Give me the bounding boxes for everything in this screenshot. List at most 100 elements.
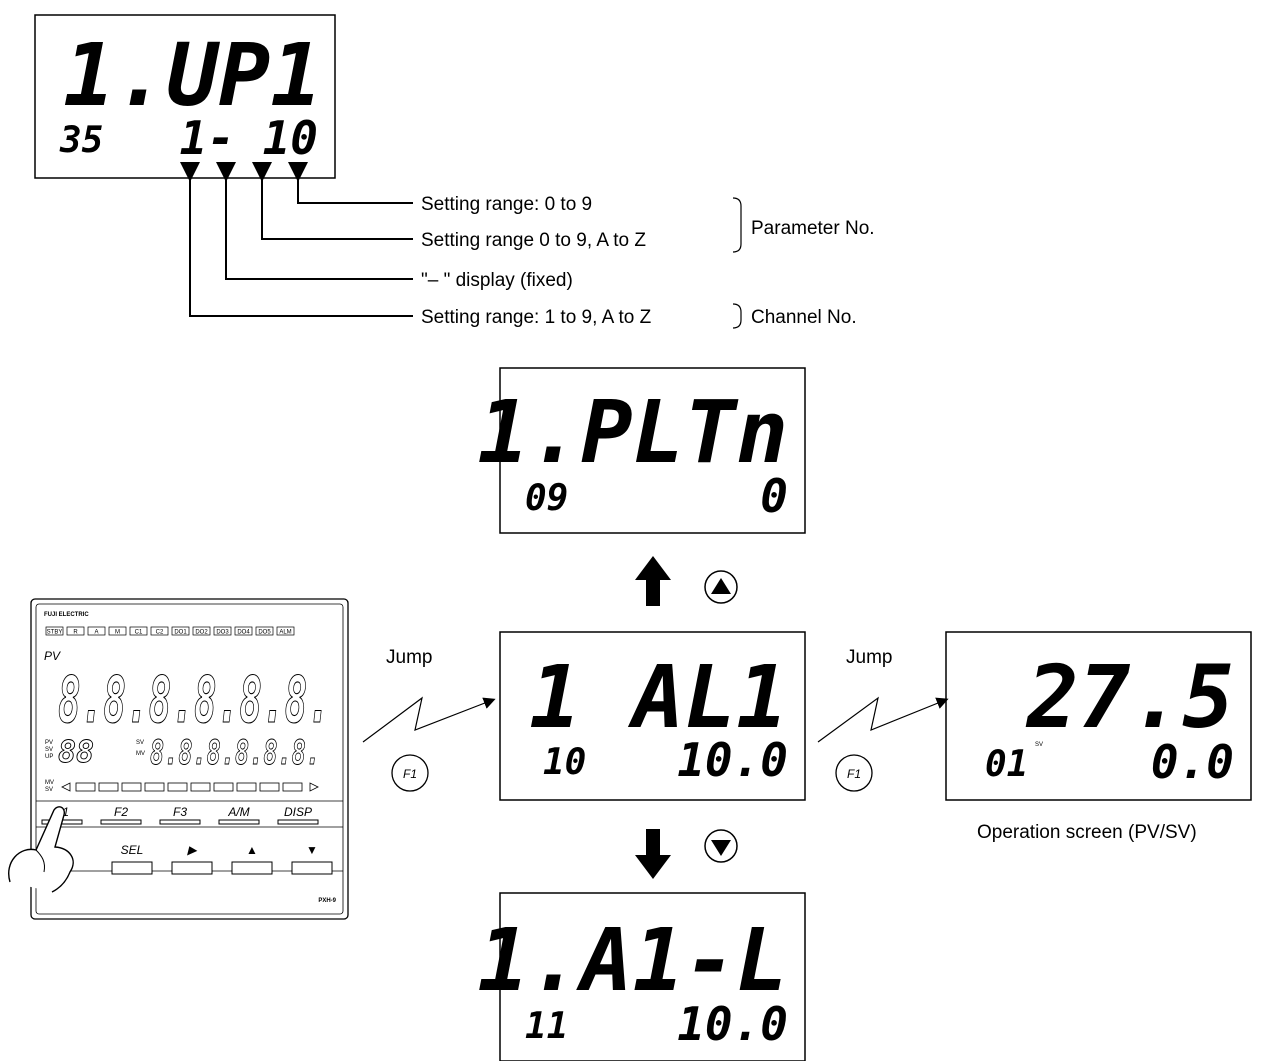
up-transition <box>635 556 738 606</box>
pv-label: PV <box>44 649 61 663</box>
svg-text:DO3: DO3 <box>216 630 229 636</box>
big-down-arrow <box>635 829 671 879</box>
svg-text:DO1: DO1 <box>174 630 187 636</box>
svg-text:M: M <box>115 630 120 636</box>
f1-key-icon: F1 <box>835 754 873 792</box>
parameter-bracket <box>732 197 742 253</box>
controller-key-f3[interactable]: F3 <box>159 805 201 825</box>
sub-label-sv: SV <box>45 747 53 753</box>
status-led-do1: DO1 <box>171 626 190 636</box>
jump-left: Jump F1 <box>362 647 496 792</box>
f1-key-label-left: F1 <box>403 767 417 781</box>
controller-brand: FUJI ELECTRIC <box>44 612 89 618</box>
screen-center-main: 1 AL1 <box>529 648 788 748</box>
pv-main-digits: 8.8.8.8.8.8. <box>58 664 330 738</box>
screen-up-sub-left: 09 <box>525 478 568 519</box>
bargraph-segment <box>75 782 96 792</box>
status-led-do4: DO4 <box>234 626 253 636</box>
top-display: 1.UP1 35 1- 10 <box>34 14 336 179</box>
sub-main-digits: 8.8.8.8.8.8. <box>150 733 320 773</box>
label-parameter-no: Parameter No. <box>751 218 875 239</box>
svg-text:A/M: A/M <box>227 805 249 819</box>
screen-center: 1 AL1 10 10.0 <box>499 631 806 801</box>
f1-key-label-right: F1 <box>847 767 861 781</box>
status-led-c1: C1 <box>129 626 148 636</box>
screen-down: 1.A1-L 11 10.0 <box>477 892 806 1061</box>
screen-up-main: 1.PLTn <box>477 383 788 483</box>
bargraph-segment <box>121 782 142 792</box>
screen-operation-sub-left: 01 <box>985 744 1028 785</box>
controller-nav-key-0[interactable]: SEL <box>111 843 153 875</box>
mv-label-top: MV <box>136 751 145 757</box>
bargraph-segment <box>213 782 234 792</box>
leader-dash <box>216 162 413 280</box>
status-led-do5: DO5 <box>255 626 274 636</box>
top-display-sub-right: 1- 10 <box>180 111 318 165</box>
sub-label-pv: PV <box>45 740 53 746</box>
jump-right-label: Jump <box>846 647 892 668</box>
f1-key-icon: F1 <box>391 754 429 792</box>
bargraph-segment <box>144 782 165 792</box>
screen-down-main: 1.A1-L <box>477 911 788 1011</box>
svg-text:R: R <box>73 630 78 636</box>
svg-text:DO2: DO2 <box>195 630 208 636</box>
screen-center-sub-right: 10.0 <box>677 733 788 787</box>
status-led-do2: DO2 <box>192 626 211 636</box>
controller-nav-key-3[interactable]: ▼ <box>291 843 333 875</box>
controller-model: PXH-9 <box>318 898 336 904</box>
bargraph-segment <box>190 782 211 792</box>
bargraph-segment <box>167 782 188 792</box>
up-key-icon <box>704 570 738 604</box>
svg-text:▶: ▶ <box>186 843 197 857</box>
status-led-do3: DO3 <box>213 626 232 636</box>
controller-nav-key-2[interactable]: ▲ <box>231 843 273 875</box>
svg-text:STBY: STBY <box>47 630 63 636</box>
bargraph-segment <box>98 782 119 792</box>
screen-operation-sub-right: 0.0 <box>1151 735 1234 789</box>
svg-text:SEL: SEL <box>121 843 144 857</box>
bargraph-left-arrow <box>61 782 71 792</box>
down-key-icon <box>704 829 738 863</box>
leader-digit1 <box>252 162 413 240</box>
sub-label-up: UP <box>45 754 53 760</box>
annotation-dash: "– " display (fixed) <box>421 270 573 291</box>
jump-right-zigzag <box>817 696 949 743</box>
jump-left-label: Jump <box>386 647 432 668</box>
nav-key-row: SEL ▶ ▲ ▼ <box>111 843 333 875</box>
top-annotations: Setting range: 0 to 9 Setting range 0 to… <box>421 194 875 329</box>
leader-channel <box>180 162 413 317</box>
sv-indicator: SV <box>1035 742 1043 748</box>
sub-left-digits: 88 <box>58 735 94 770</box>
screen-operation: 27.5 01 SV 0.0 <box>945 631 1252 801</box>
down-transition <box>635 829 738 879</box>
annotation-channel-range: Setting range: 1 to 9, A to Z <box>421 307 652 328</box>
status-led-stby: STBY <box>45 626 64 636</box>
controller-key-am[interactable]: A/M <box>218 805 260 825</box>
annotation-range-digit2: Setting range: 0 to 9 <box>421 194 592 215</box>
svg-text:DISP: DISP <box>284 805 312 819</box>
svg-text:ALM: ALM <box>279 630 291 636</box>
screen-center-sub-left: 10 <box>543 742 586 783</box>
svg-text:F2: F2 <box>114 805 128 819</box>
top-display-sub-left: 35 <box>59 120 103 161</box>
big-up-arrow <box>635 556 671 606</box>
status-led-a: A <box>87 626 106 636</box>
jump-left-zigzag <box>362 696 496 743</box>
annotation-range-digit1: Setting range 0 to 9, A to Z <box>421 230 646 251</box>
status-led-m: M <box>108 626 127 636</box>
screen-down-sub-right: 10.0 <box>677 997 788 1051</box>
leader-digit2 <box>288 162 413 204</box>
top-leader-lines <box>180 162 413 317</box>
controller-key-disp[interactable]: DISP <box>277 805 319 825</box>
screen-up-sub-right: 0 <box>760 469 788 523</box>
svg-text:DO4: DO4 <box>237 630 250 636</box>
controller-nav-key-1[interactable]: ▶ <box>171 843 213 875</box>
mv-label: MV <box>45 780 54 786</box>
svg-text:A: A <box>94 630 98 636</box>
screen-operation-main: 27.5 <box>1025 648 1234 748</box>
controller-key-f2[interactable]: F2 <box>100 805 142 825</box>
status-led-r: R <box>66 626 85 636</box>
